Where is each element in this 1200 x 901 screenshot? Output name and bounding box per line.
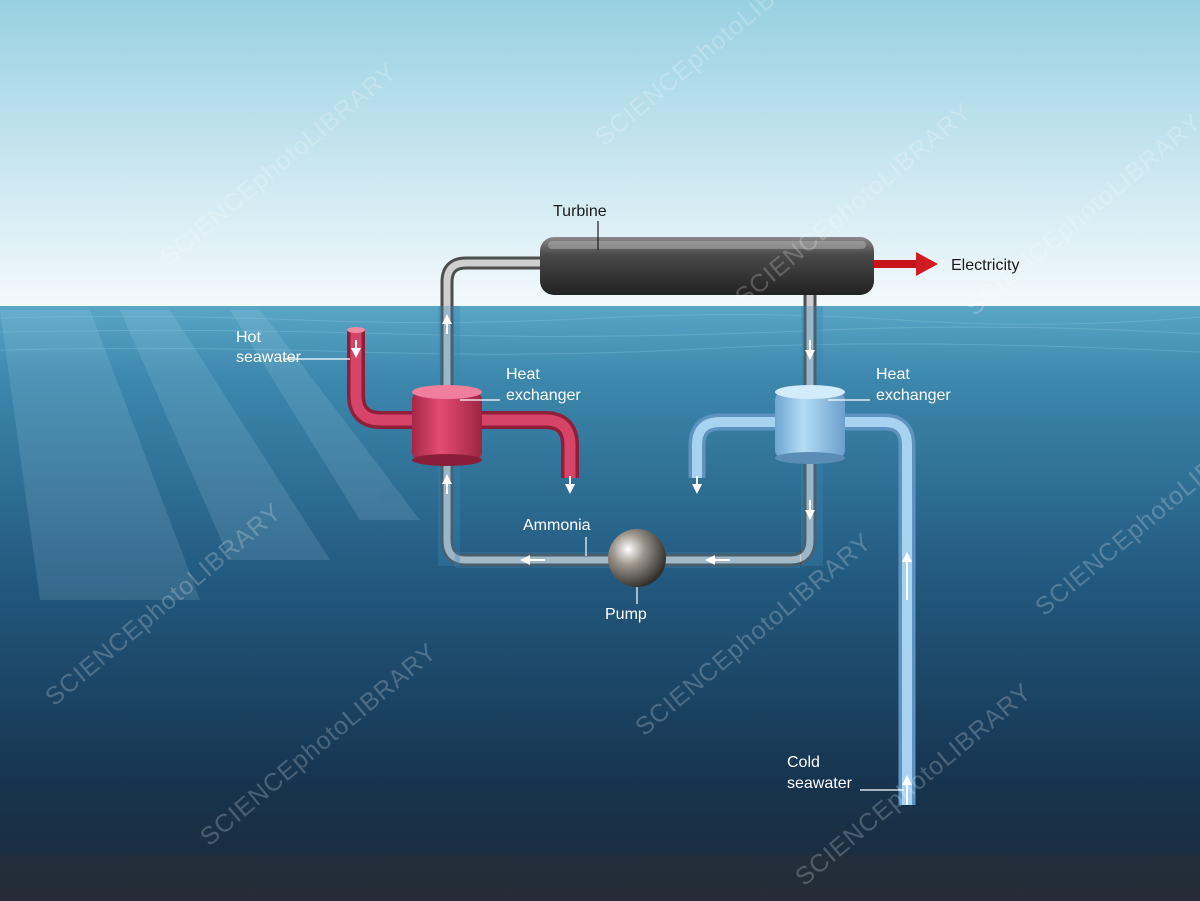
pump-label: Pump [605, 606, 647, 623]
light-rays [0, 310, 420, 600]
heat-exchanger-hot-icon [412, 385, 482, 466]
flow-arrow-icon [805, 510, 815, 520]
turbine-label: Turbine [553, 203, 607, 220]
flow-arrows [351, 314, 912, 785]
flow-arrow-icon [442, 314, 452, 324]
flow-arrow-icon [520, 555, 530, 565]
flow-arrow-icon [442, 474, 452, 484]
seabed [0, 855, 1200, 901]
heat-exchanger-cold-icon [775, 385, 845, 464]
flow-arrow-icon [705, 555, 715, 565]
flow-arrow-icon [902, 775, 912, 785]
ammonia-label: Ammonia [523, 517, 591, 534]
electricity-label: Electricity [951, 257, 1020, 274]
hot-seawater-label-line2: seawater [236, 349, 301, 366]
heat-exchanger-cold-label-line1: Heat [876, 366, 910, 383]
turbine-icon [540, 237, 874, 295]
cold-seawater-label-line2: seawater [787, 775, 852, 792]
electricity-arrow-icon [874, 252, 938, 276]
heat-exchanger-hot-label-line1: Heat [506, 366, 540, 383]
cold-seawater-label-line1: Cold [787, 754, 820, 771]
flow-arrow-icon [565, 484, 575, 494]
heat-exchanger-hot-label-line2: exchanger [506, 387, 581, 404]
sea [0, 306, 1200, 901]
flow-arrow-icon [351, 348, 361, 358]
flow-arrow-shafts [355, 324, 908, 805]
flow-arrow-icon [692, 484, 702, 494]
hot-seawater-label-line1: Hot [236, 329, 261, 346]
pump-icon [608, 529, 666, 587]
leader-lines [283, 221, 904, 791]
flow-arrow-icon [805, 350, 815, 360]
surface-ripples [0, 313, 1200, 355]
heat-exchanger-cold-label-line2: exchanger [876, 387, 951, 404]
flow-arrow-icon [902, 552, 912, 562]
